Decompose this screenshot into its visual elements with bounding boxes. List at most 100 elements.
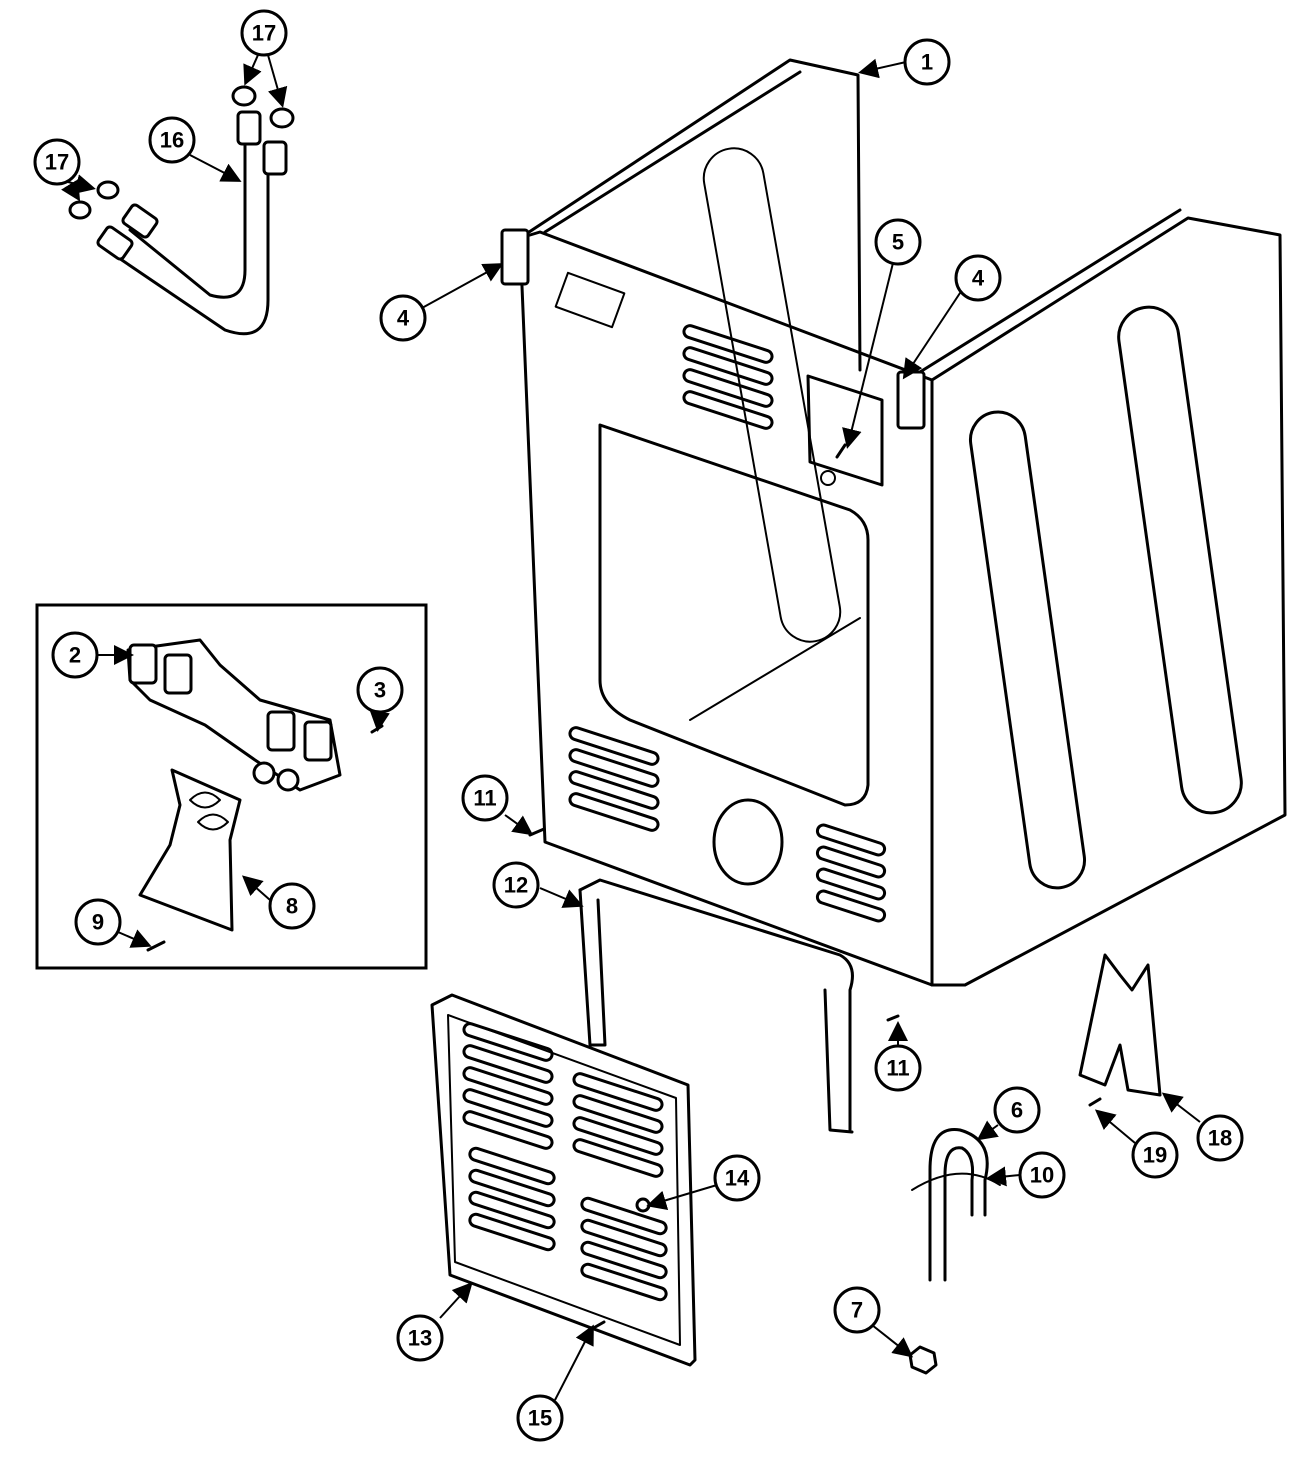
svg-text:7: 7 [851, 1298, 863, 1323]
frame-right-leg [823, 988, 854, 1134]
svg-text:16: 16 [160, 128, 184, 153]
screw-14 [635, 1197, 651, 1213]
screw-11a [528, 827, 546, 837]
drain-hose-body [928, 1128, 989, 1282]
callout-4-left: 4 [379, 294, 427, 342]
svg-text:8: 8 [286, 894, 298, 919]
svg-text:11: 11 [473, 786, 496, 811]
washer-17a [231, 85, 257, 107]
toe-panel [430, 993, 697, 1367]
label-plate [554, 271, 626, 329]
lower-left-louvers [568, 726, 660, 832]
cabinet-back-top [543, 70, 802, 234]
valve-port-1 [252, 761, 276, 785]
valve-solenoid-4 [303, 720, 333, 762]
hose-fitting-4 [96, 225, 134, 261]
svg-text:4: 4 [397, 306, 410, 331]
frame-left-leg [578, 888, 607, 1047]
svg-text:19: 19 [1143, 1143, 1167, 1168]
callout-18: 18 [1196, 1114, 1244, 1162]
callout-17-left: 17 [33, 138, 81, 186]
callout-17-top: 17 [240, 9, 288, 57]
bracket-hole-2 [197, 813, 229, 831]
svg-text:1: 1 [921, 50, 933, 75]
side-bracket [1078, 953, 1162, 1107]
callout-15: 15 [516, 1394, 564, 1442]
screw-9 [146, 940, 166, 952]
callout-16: 16 [148, 116, 196, 164]
svg-text:6: 6 [1011, 1098, 1023, 1123]
callout-9: 9 [74, 898, 122, 946]
callout-14: 14 [713, 1154, 761, 1202]
valve-solenoid-2 [163, 653, 193, 695]
callout-5: 5 [874, 218, 922, 266]
svg-text:10: 10 [1030, 1163, 1054, 1188]
upper-louvers [682, 324, 774, 430]
svg-text:15: 15 [528, 1406, 552, 1431]
callout-8: 8 [268, 882, 316, 930]
svg-text:18: 18 [1208, 1126, 1232, 1151]
cabinet-left-top-edge [518, 58, 862, 372]
callout-1: 1 [903, 38, 951, 86]
callout-7: 7 [833, 1286, 881, 1334]
cabinet-right-top [918, 208, 1182, 374]
hose-fitting-3 [121, 203, 159, 239]
lower-right-louvers [815, 823, 887, 923]
svg-text:11: 11 [886, 1056, 909, 1081]
access-opening [806, 374, 884, 487]
inlet-hoses [68, 85, 295, 336]
toe-panel-inner [447, 1014, 681, 1346]
drain-hole [712, 798, 784, 886]
svg-text:13: 13 [408, 1326, 432, 1351]
right-panel-slot-2 [968, 410, 1087, 890]
leader-lines [61, 54, 1201, 1401]
svg-text:9: 9 [92, 910, 104, 935]
callout-2: 2 [51, 631, 99, 679]
toe-frame [528, 827, 900, 1134]
cabinet [500, 58, 1287, 987]
svg-text:17: 17 [45, 150, 69, 175]
bracket-18 [1078, 953, 1162, 1097]
frame-top-rail [578, 878, 854, 1132]
valve-port-2 [276, 768, 300, 792]
svg-text:5: 5 [892, 230, 904, 255]
svg-text:3: 3 [374, 678, 386, 703]
water-valve [126, 638, 342, 792]
front-panel-opening [598, 423, 870, 807]
hose-2 [108, 153, 270, 336]
svg-text:12: 12 [504, 873, 528, 898]
screw-19 [1088, 1097, 1102, 1107]
valve-inset [35, 603, 428, 970]
opening-inner-edge [689, 617, 861, 721]
washer-17c [96, 180, 120, 200]
washer-17b [269, 107, 295, 129]
inset-frame [35, 603, 428, 970]
hose-1 [128, 123, 247, 299]
hose-clamp-7 [908, 1345, 938, 1375]
callouts: 1 2 3 4 4 5 6 7 8 9 10 11 11 12 13 14 15… [33, 9, 1244, 1442]
valve-solenoid-3 [266, 710, 296, 752]
callout-3: 3 [356, 666, 404, 714]
toe-panel-louvers-left [462, 1022, 556, 1252]
callout-11-right: 11 [874, 1044, 922, 1092]
screw-3 [370, 724, 384, 734]
bracket-hole-1 [189, 791, 221, 809]
svg-text:4: 4 [972, 266, 985, 291]
valve-solenoid-1 [128, 643, 158, 685]
callout-19: 19 [1131, 1131, 1179, 1179]
access-hole [820, 470, 836, 486]
drain-hose-inner [943, 1146, 974, 1282]
drain-hose [908, 1128, 1001, 1375]
hose-fitting-2 [262, 140, 288, 176]
callout-4-right: 4 [954, 254, 1002, 302]
hose-fitting-1 [236, 110, 262, 146]
svg-text:14: 14 [725, 1166, 750, 1191]
svg-text:2: 2 [69, 643, 81, 668]
callout-6: 6 [993, 1086, 1041, 1134]
corner-bracket-right [896, 370, 926, 430]
callout-11-left: 11 [461, 774, 509, 822]
callout-13: 13 [396, 1314, 444, 1362]
svg-text:17: 17 [252, 21, 276, 46]
valve-bracket [138, 768, 242, 932]
